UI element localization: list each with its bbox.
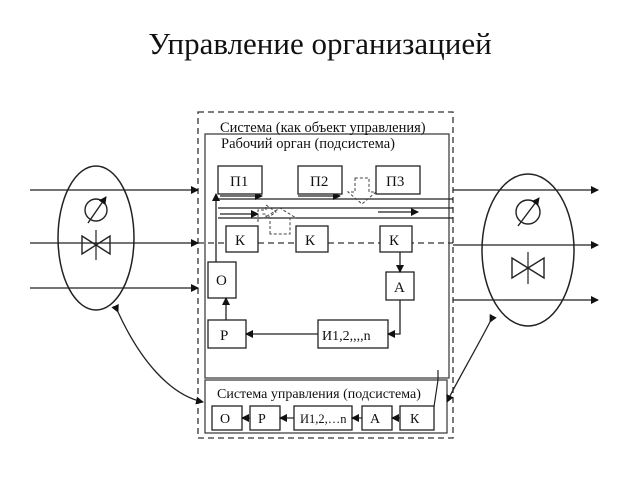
box-k2-label: К bbox=[305, 233, 316, 249]
right-ellipse-to-control bbox=[446, 313, 497, 403]
dashed-down-arrow bbox=[346, 177, 378, 205]
box-i-label: И1,2,,,,n bbox=[322, 329, 371, 344]
dashed-up-arrow bbox=[262, 207, 298, 235]
box-k2 bbox=[295, 225, 329, 253]
ctrl-box-k-label: К bbox=[410, 412, 420, 427]
left-input-ellipse bbox=[57, 165, 135, 311]
system-label: Система (как объект управления) bbox=[220, 120, 426, 136]
box-k1 bbox=[225, 225, 259, 253]
page-title: Управление организацией bbox=[148, 26, 492, 61]
box-o-label: О bbox=[216, 273, 227, 289]
right-valve-icon bbox=[511, 252, 545, 284]
box-p1 bbox=[217, 165, 263, 195]
box-k1-label: К bbox=[235, 233, 246, 249]
box-r bbox=[207, 319, 247, 349]
box-a-label: А bbox=[394, 280, 405, 296]
box-p2-label: П2 bbox=[310, 174, 328, 190]
left-phi-icon bbox=[84, 196, 108, 224]
box-p1-label: П1 bbox=[230, 174, 248, 190]
ctrl-box-i-label: И1,2,…n bbox=[300, 412, 347, 426]
right-phi-icon bbox=[515, 197, 541, 227]
right-output-ellipse bbox=[481, 173, 575, 327]
box-o bbox=[207, 261, 237, 299]
box-p3 bbox=[375, 165, 421, 195]
box-r-label: Р bbox=[220, 328, 228, 344]
working-organ-frame bbox=[204, 133, 450, 379]
control-system-frame bbox=[204, 379, 448, 434]
dashed-transfer-1 bbox=[257, 204, 277, 222]
a-to-i-arrow bbox=[387, 300, 401, 338]
left-ellipse-to-control bbox=[111, 303, 204, 405]
box-p3-label: П3 bbox=[386, 174, 404, 190]
control-system-label: Система управления (подсистема) bbox=[217, 387, 421, 402]
box-k3 bbox=[379, 225, 413, 253]
box-p2 bbox=[297, 165, 343, 195]
ctrl-box-r-label: Р bbox=[258, 412, 266, 427]
ctrl-box-a-label: А bbox=[370, 412, 381, 427]
box-k3-label: К bbox=[389, 233, 400, 249]
left-valve-icon bbox=[81, 230, 111, 260]
working-organ-label: Рабочий орган (подсистема) bbox=[221, 136, 395, 152]
ctrl-box-o-label: О bbox=[220, 412, 230, 427]
